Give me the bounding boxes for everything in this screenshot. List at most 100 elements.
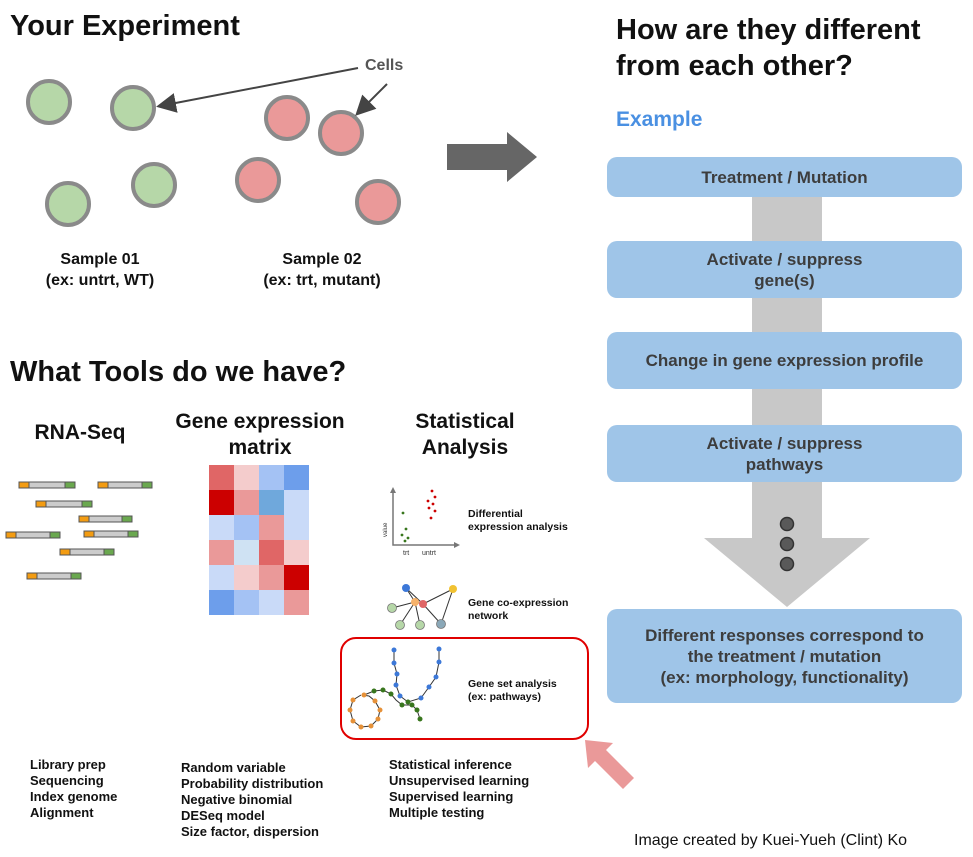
read <box>18 481 76 489</box>
coexp-line2: network <box>468 610 509 622</box>
list-item: Multiple testing <box>389 805 485 820</box>
read <box>35 500 93 508</box>
heatmap-cell <box>284 490 309 515</box>
diffexp-line1: Differential <box>468 508 523 520</box>
heatmap-cell <box>209 465 234 490</box>
list-item: Sequencing <box>30 773 104 788</box>
cell <box>355 179 401 225</box>
difference-title-line2: from each other? <box>616 50 853 82</box>
cells-label: Cells <box>365 57 404 74</box>
flow-step-activate-pathways: Activate / suppress pathways <box>607 425 962 482</box>
list-item: Supervised learning <box>389 789 514 804</box>
heatmap-cell <box>259 540 284 565</box>
heatmap-cell <box>234 490 259 515</box>
stats-title-line2: Analysis <box>421 436 509 459</box>
cells-pointer-1 <box>156 67 359 113</box>
heatmap-cell <box>284 465 309 490</box>
coexp-label: Gene co-expression network <box>468 597 568 623</box>
pathway-icon <box>347 646 442 730</box>
heatmap-cell <box>284 565 309 590</box>
axis-x-label-untrt: untrt <box>422 550 436 557</box>
cell <box>235 157 281 203</box>
list-item: Index genome <box>30 789 118 804</box>
tools-title: What Tools do we have? <box>10 356 347 388</box>
cell <box>264 95 310 141</box>
cell <box>110 85 156 131</box>
cells-illustration <box>26 67 401 227</box>
gene-set-highlight-box <box>340 637 589 740</box>
heatmap-cell <box>209 590 234 615</box>
flow-step-activate-genes: Activate / suppress gene(s) <box>607 241 962 298</box>
read <box>78 515 133 523</box>
read <box>59 548 115 556</box>
geneset-line1: Gene set analysis <box>468 678 557 690</box>
heatmap-cell <box>259 490 284 515</box>
stats-list: Statistical inference Unsupervised learn… <box>389 757 529 821</box>
experiment-title: Your Experiment <box>10 10 240 42</box>
pointer-arrow-icon <box>585 740 634 789</box>
heatmap-cell <box>234 590 259 615</box>
heatmap-cell <box>284 590 309 615</box>
axis-y-label: value <box>383 522 389 537</box>
sample2-cells <box>235 95 401 225</box>
read <box>97 481 153 489</box>
rnaseq-title: RNA-Seq <box>34 421 126 444</box>
diffexp-label: Differential expression analysis <box>468 508 568 534</box>
network-icon <box>387 584 457 630</box>
flow-step-text: Change in gene expression profile <box>645 351 924 370</box>
list-item: Probability distribution <box>181 776 324 791</box>
coexp-line1: Gene co-expression <box>468 597 569 609</box>
heatmap-cell <box>259 590 284 615</box>
right-arrow-icon <box>447 132 537 182</box>
cells-pointer-2 <box>355 83 388 116</box>
diffexp-line2: expression analysis <box>468 521 568 533</box>
flow-step-text: Activate / suppress <box>706 249 863 269</box>
flow-step-responses: Different responses correspond to the tr… <box>607 609 962 703</box>
flow-step-text: pathways <box>745 454 824 474</box>
list-item: Negative binomial <box>181 792 293 807</box>
cell <box>26 79 72 125</box>
sample2-label: Sample 02 (ex: trt, mutant) <box>237 249 407 291</box>
read <box>5 531 61 539</box>
heatmap-cell <box>284 540 309 565</box>
stats-title: Statistical Analysis <box>380 409 550 461</box>
sample1-cells <box>26 79 177 227</box>
scatter-plot-icon: value trt untrt <box>383 487 460 557</box>
heatmap-cell <box>209 540 234 565</box>
flow-down-arrow-icon <box>704 195 870 607</box>
cell <box>131 162 177 208</box>
rnaseq-reads-illustration <box>5 481 153 580</box>
read <box>26 572 82 580</box>
flow-step-text: the treatment / mutation <box>687 646 882 666</box>
matrix-title-line2: matrix <box>228 436 292 459</box>
list-item: Library prep <box>30 757 106 772</box>
flow-step-text: (ex: morphology, functionality) <box>660 667 909 687</box>
sample2-name: Sample 02 <box>282 251 362 268</box>
list-item: DESeq model <box>181 808 265 823</box>
sample1-desc: (ex: untrt, WT) <box>45 272 155 289</box>
list-item: Alignment <box>30 805 94 820</box>
list-item: Size factor, dispersion <box>181 824 319 839</box>
flow-step-treatment: Treatment / Mutation <box>607 157 962 197</box>
sample1-name: Sample 01 <box>60 251 140 268</box>
read <box>83 530 139 538</box>
credit-text: Image created by Kuei-Yueh (Clint) Ko <box>634 832 908 849</box>
heatmap-cell <box>234 565 259 590</box>
difference-title-line1: How are they different <box>616 14 921 46</box>
list-item: Statistical inference <box>389 757 512 772</box>
matrix-title-line1: Gene expression <box>175 410 345 433</box>
flow-step-text: Activate / suppress <box>706 433 863 453</box>
flow-step-text: Different responses correspond to <box>645 625 924 645</box>
difference-title: How are they different from each other? <box>616 12 921 84</box>
heatmap-cell <box>209 565 234 590</box>
geneset-label: Gene set analysis (ex: pathways) <box>468 678 557 704</box>
geneset-line2: (ex: pathways) <box>468 691 541 703</box>
matrix-title: Gene expression matrix <box>160 409 360 461</box>
heatmap-cell <box>259 515 284 540</box>
heatmap-cell <box>234 465 259 490</box>
flow-step-text: Treatment / Mutation <box>701 167 868 187</box>
sample1-label: Sample 01 (ex: untrt, WT) <box>20 249 180 291</box>
list-item: Random variable <box>181 760 286 775</box>
flow-step-expression-profile: Change in gene expression profile <box>607 332 962 389</box>
list-item: Unsupervised learning <box>389 773 530 788</box>
